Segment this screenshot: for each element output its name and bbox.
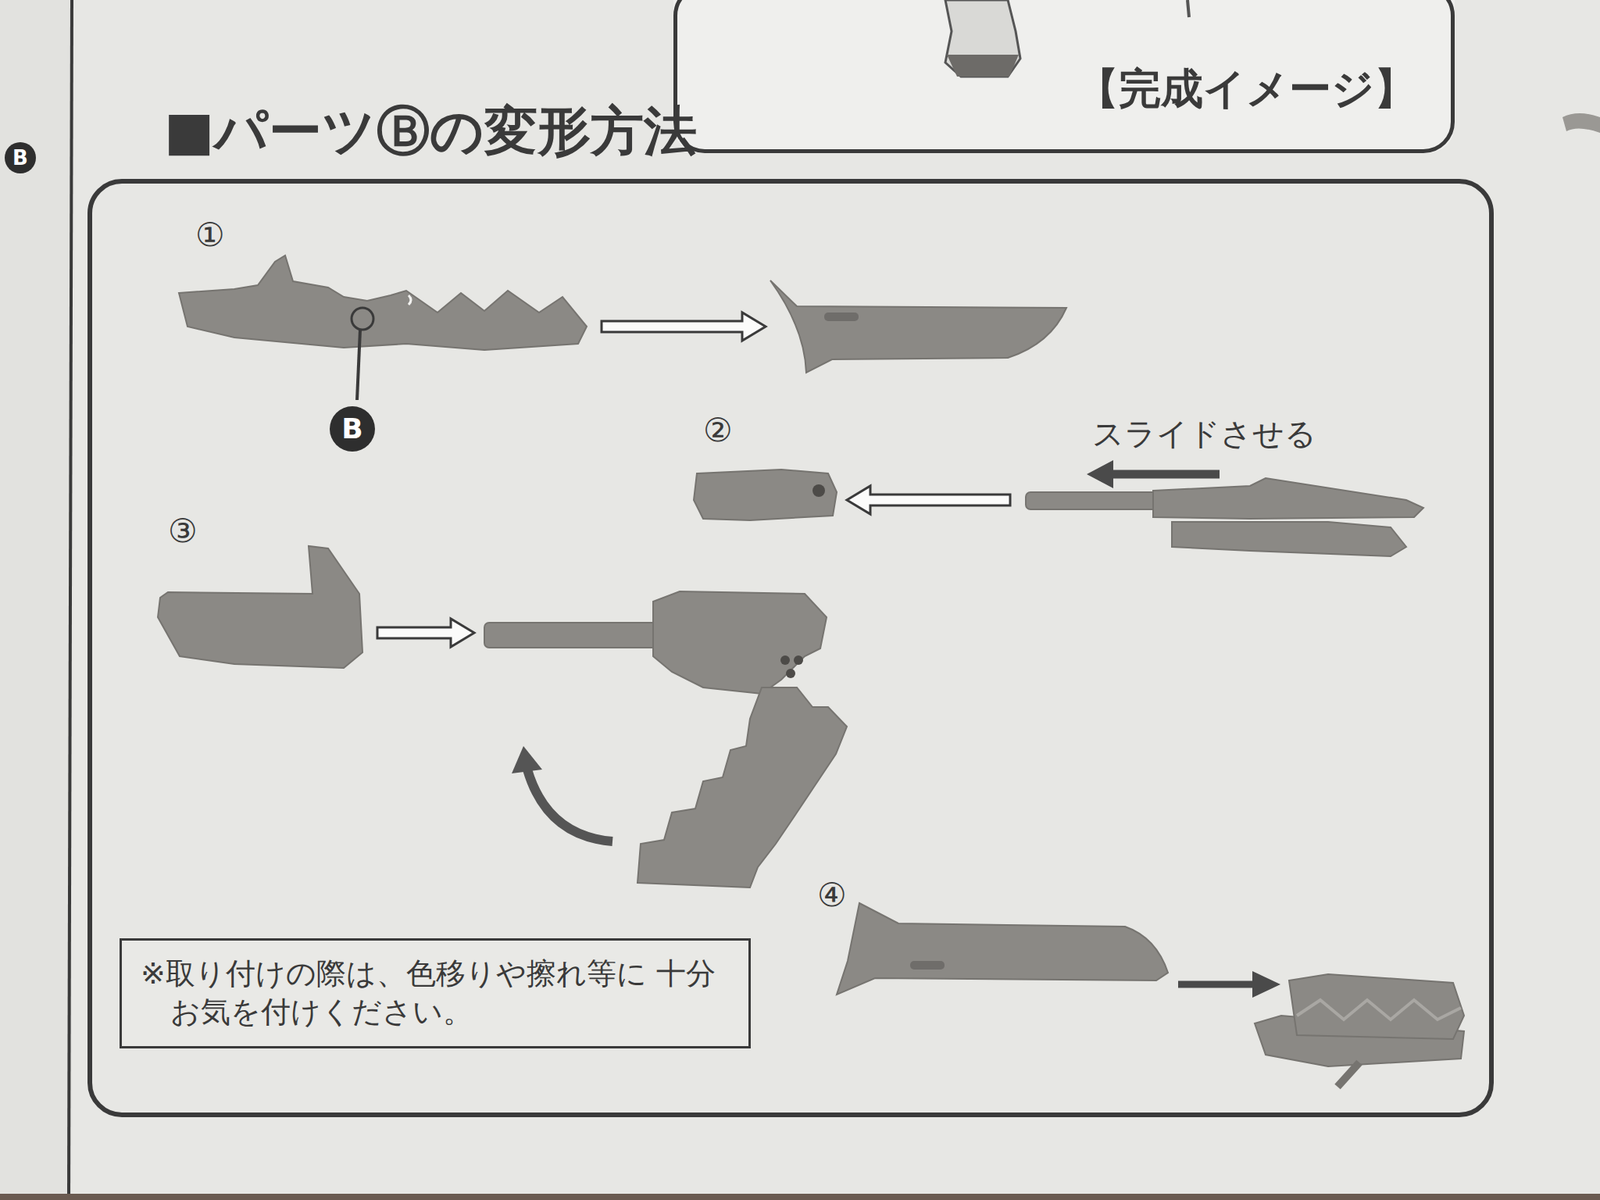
gun-head [653, 591, 827, 694]
blade-slot [824, 312, 859, 322]
method-panel: ■パーツⒷの変形方法※取り付けの際は、色移りや擦れ等に 十分お気を付けください。 [87, 178, 1494, 1118]
folded-teeth [1296, 1000, 1461, 1020]
note-box: ※取り付けの際は、色移りや擦れ等に 十分お気を付けください。 [119, 938, 751, 1049]
step-number: ② [703, 414, 733, 447]
gun-rod [484, 622, 666, 648]
callout-letter: B [329, 406, 375, 452]
panel-heading: ■パーツⒷの変形方法 [164, 96, 697, 168]
step-number: ① [195, 218, 225, 252]
part-hole [812, 484, 825, 497]
outline-arrow [846, 485, 1011, 515]
step-number: ④ [817, 878, 847, 912]
margin-part [1562, 113, 1600, 133]
figure-detail [1187, 0, 1190, 18]
slide-rod [1025, 492, 1167, 510]
prong-lower [1171, 521, 1407, 557]
step-number: ③ [167, 514, 198, 548]
part-hole [785, 668, 796, 679]
small-part [693, 469, 837, 521]
leader-ring [351, 307, 374, 330]
figure-shoe [946, 54, 1019, 77]
note-text: ※取り付けの際は、色移りや擦れ等に 十分お気を付けください。 [140, 954, 730, 1033]
outline-arrow [601, 312, 766, 341]
part-hole [793, 655, 804, 665]
image-box: 【完成イメージ】 [673, 0, 1455, 154]
margin-callout: B [4, 142, 36, 174]
folded-top [1289, 974, 1465, 1040]
left-page [0, 0, 72, 1200]
rotate-arrow [527, 769, 613, 842]
bracket-part [157, 546, 363, 668]
step-arrowhead [1252, 971, 1281, 998]
blade-slot [910, 960, 945, 970]
slide-arrow [1109, 470, 1220, 479]
folded-stick [1337, 1062, 1360, 1087]
table-edge [0, 1193, 1600, 1200]
image-box-fill [673, 0, 1455, 154]
action-label: スライドさせる [1092, 417, 1317, 450]
step-arrow [1178, 981, 1254, 989]
serrated-part [178, 255, 587, 350]
figure-leg [945, 0, 1021, 77]
slide-arrowhead [1086, 460, 1114, 489]
prong-upper [1153, 478, 1424, 519]
image-caption: 【完成イメージ】 [1076, 60, 1417, 118]
serrated-arm [637, 687, 847, 888]
outline-arrow [377, 618, 475, 647]
blade [770, 280, 1067, 373]
leader-line [357, 329, 361, 400]
blade [836, 903, 1168, 995]
part-mark [408, 295, 411, 305]
part-hole [780, 655, 790, 665]
rotate-arrowhead [511, 746, 543, 774]
page-rule [68, 0, 72, 1194]
